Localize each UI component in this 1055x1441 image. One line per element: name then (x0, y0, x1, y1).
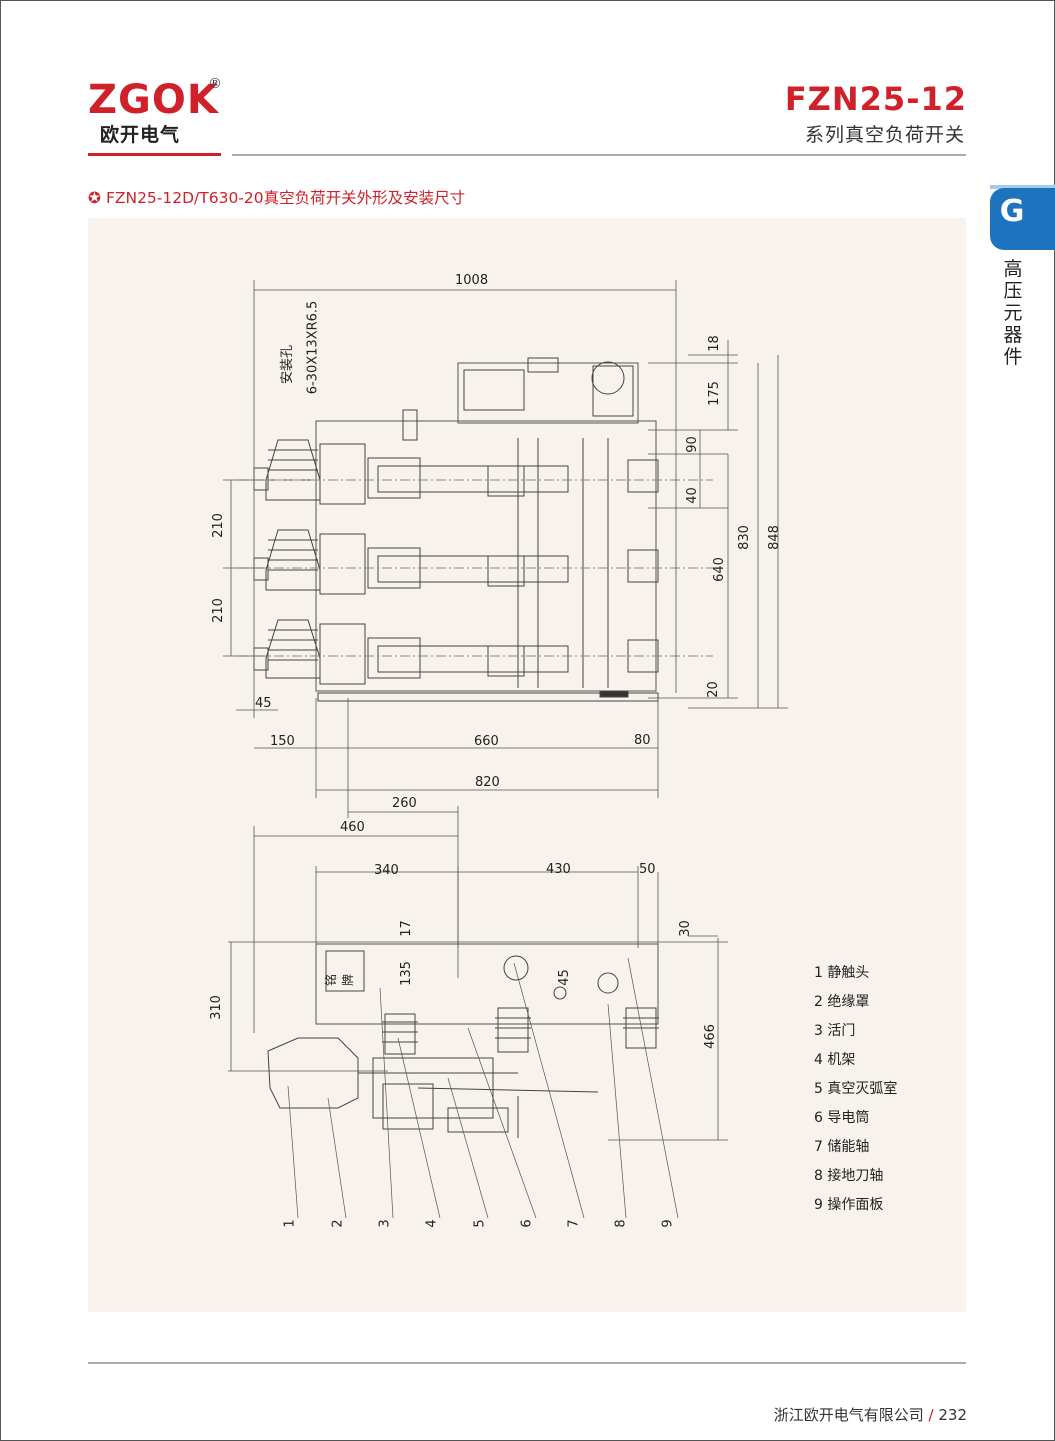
category-label: 高压元器件 (1003, 258, 1023, 368)
legend-item: 9 操作面板 (814, 1197, 884, 1213)
parts-legend: 1 静触头 2 绝缘罩 3 活门 4 机架 5 真空灭弧室 6 导电筒 7 储能… (814, 962, 897, 1223)
callout-5: 5 (472, 1219, 488, 1228)
company-name: 浙江欧开电气有限公司 (773, 1406, 924, 1424)
section-title-text: FZN25-12D/T630-20真空负荷开关外形及安装尺寸 (105, 189, 466, 207)
dim-1008: 1008 (455, 273, 489, 288)
legend-item: 8 接地刀轴 (814, 1168, 884, 1184)
dim-260: 260 (392, 796, 417, 811)
dim-80: 80 (634, 733, 651, 748)
dim-460: 460 (340, 820, 365, 835)
dim-20: 20 (705, 681, 721, 698)
dim-135: 135 (398, 961, 414, 986)
dim-430: 430 (546, 862, 571, 877)
page-separator: / (923, 1406, 939, 1424)
legend-item: 7 储能轴 (814, 1139, 870, 1155)
brand-name: 欧开电气 (100, 124, 181, 146)
phase-2 (253, 529, 659, 595)
legend-item: 3 活门 (814, 1023, 856, 1039)
dim-45: 45 (255, 696, 272, 711)
nameplate-label: 铭牌 (324, 973, 356, 987)
callout-4: 4 (424, 1219, 440, 1228)
dim-820: 820 (475, 775, 500, 790)
category-letter: G (999, 194, 1025, 229)
dim-830: 830 (736, 525, 752, 550)
header-divider (232, 154, 966, 156)
product-model: FZN25-12 (784, 80, 967, 118)
drawing-panel (88, 218, 966, 1312)
footer: 浙江欧开电气有限公司 / 232 (774, 1404, 967, 1425)
category-tab (990, 188, 1055, 250)
tab-band (990, 185, 1055, 189)
dim-340: 340 (374, 863, 399, 878)
legend-item: 6 导电筒 (814, 1110, 870, 1126)
side-view (228, 826, 728, 1219)
phase-1 (253, 439, 659, 505)
mounting-hole-spec: 6-30X13XR6.5 (305, 300, 321, 395)
technical-drawing (223, 280, 788, 1219)
brand-logo: ZGOK (88, 77, 219, 123)
page-number: 232 (938, 1406, 967, 1424)
dim-466: 466 (702, 1024, 718, 1049)
dim-150: 150 (270, 734, 295, 749)
legend-item: 2 绝缘罩 (814, 994, 870, 1010)
dim-18: 18 (706, 335, 722, 352)
dim-17: 17 (398, 920, 414, 937)
footer-divider (88, 1362, 966, 1364)
dim-210-lower: 210 (210, 598, 226, 623)
callout-8: 8 (613, 1219, 629, 1228)
callout-1: 1 (282, 1219, 298, 1228)
dim-310: 310 (208, 995, 224, 1020)
flower-icon: ✪ (88, 189, 101, 207)
dim-40: 40 (684, 487, 700, 504)
dim-660: 660 (474, 734, 499, 749)
dim-848: 848 (766, 525, 782, 550)
legend-item: 1 静触头 (814, 965, 870, 981)
phase-3 (253, 619, 659, 685)
legend-item: 5 真空灭弧室 (814, 1081, 898, 1097)
dim-90: 90 (684, 436, 700, 453)
product-subtitle: 系列真空负荷开关 (804, 124, 965, 146)
front-view (223, 280, 788, 978)
dim-175: 175 (706, 381, 722, 406)
dim-210-upper: 210 (210, 513, 226, 538)
callout-2: 2 (330, 1219, 346, 1228)
dim-640: 640 (711, 557, 727, 582)
callout-9: 9 (660, 1219, 676, 1228)
legend-item: 4 机架 (814, 1052, 856, 1068)
dim-50: 50 (639, 862, 656, 877)
callout-6: 6 (519, 1219, 535, 1228)
logo-underline (88, 153, 221, 156)
mounting-hole-label: 安装孔 (280, 344, 296, 385)
dim-45-side: 45 (556, 969, 572, 986)
section-title: ✪ FZN25-12D/T630-20真空负荷开关外形及安装尺寸 (88, 186, 465, 208)
callout-3: 3 (377, 1219, 393, 1228)
dim-30: 30 (677, 920, 693, 937)
callout-7: 7 (566, 1219, 582, 1228)
registered-mark: ® (208, 76, 222, 92)
